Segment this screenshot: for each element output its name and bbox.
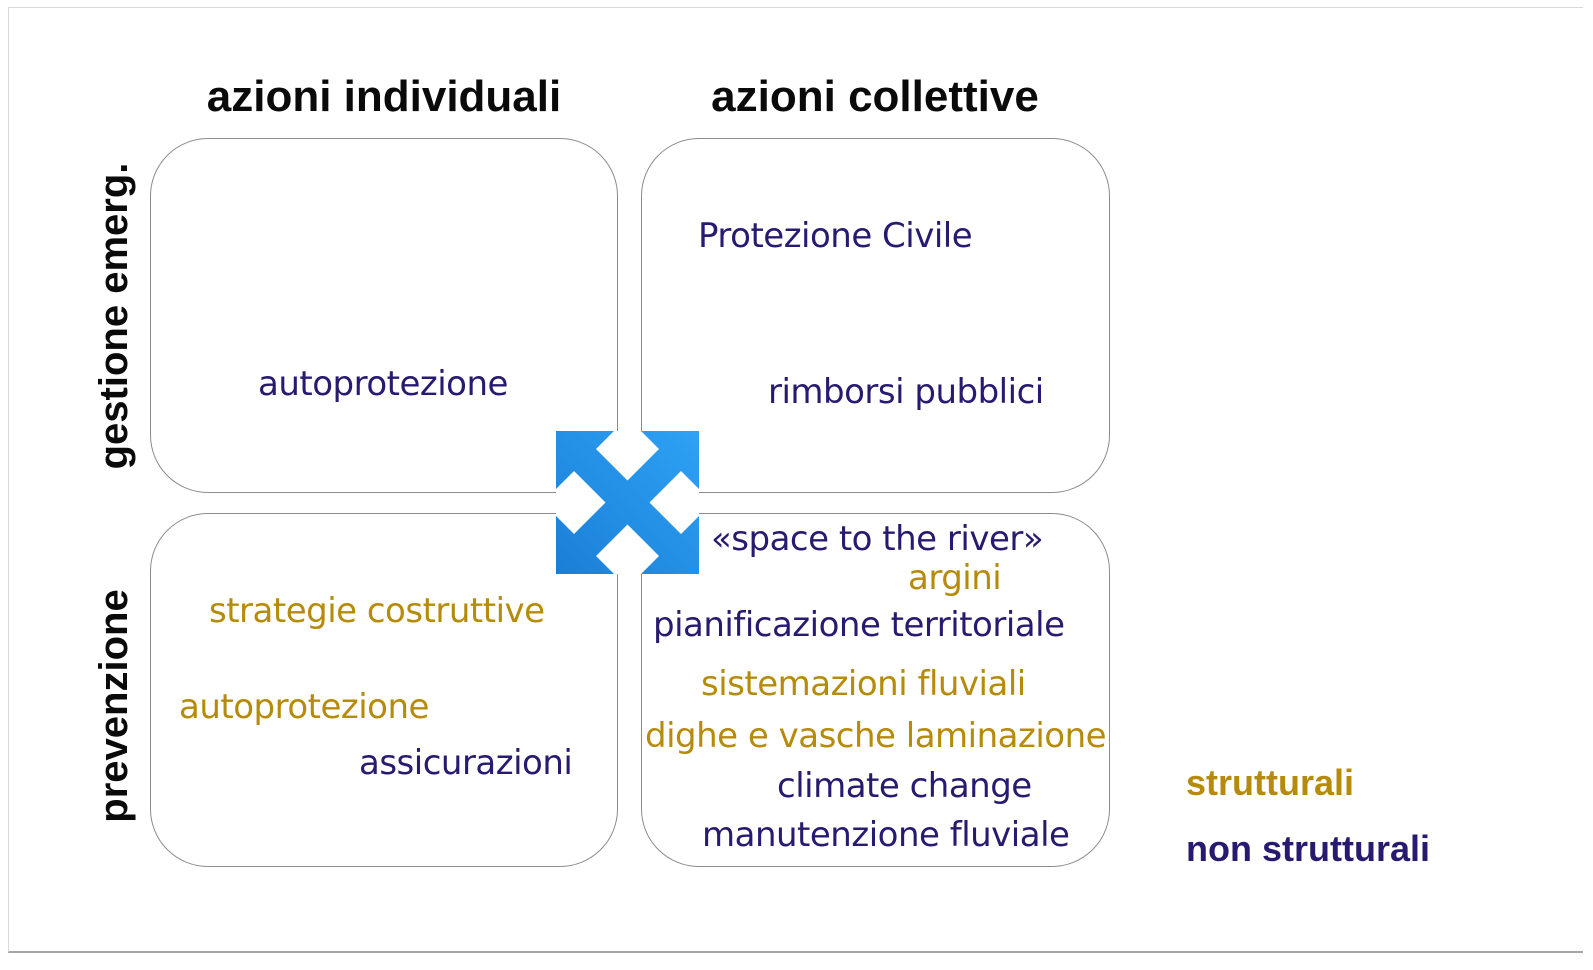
four-way-arrow-icon (556, 431, 699, 574)
legend-structural: strutturali (1186, 762, 1355, 803)
quadrant-prevention-collective (641, 513, 1110, 867)
column-header-collective: azioni collettive (711, 72, 1039, 121)
slide-frame (8, 7, 1583, 953)
row-header-prevention: prevenzione (92, 589, 136, 823)
label-autoprotezione-prevention: autoprotezione (179, 687, 429, 727)
quadrant-prevention-individual (150, 513, 618, 867)
label-strategie-costruttive: strategie costruttive (209, 591, 545, 631)
quadrant-emergency-collective (641, 138, 1110, 493)
label-protezione-civile: Protezione Civile (698, 216, 973, 256)
label-dighe-vasche-laminazione: dighe e vasche laminazione (645, 716, 1107, 756)
label-manutenzione-fluviale: manutenzione fluviale (702, 815, 1070, 855)
quadrant-emergency-individual (150, 138, 618, 493)
label-sistemazioni-fluviali: sistemazioni fluviali (701, 664, 1026, 704)
row-header-emergency: gestione emerg. (92, 162, 136, 470)
label-rimborsi-pubblici: rimborsi pubblici (768, 372, 1044, 412)
column-header-individual: azioni individuali (206, 72, 562, 121)
label-argini: argini (908, 558, 1002, 598)
legend-non-structural: non strutturali (1186, 828, 1430, 869)
label-climate-change: climate change (777, 766, 1032, 806)
label-pianificazione-territoriale: pianificazione territoriale (653, 605, 1065, 645)
label-assicurazioni: assicurazioni (359, 743, 573, 783)
label-space-to-the-river: «space to the river» (711, 519, 1044, 559)
label-autoprotezione-emergency: autoprotezione (258, 364, 508, 404)
